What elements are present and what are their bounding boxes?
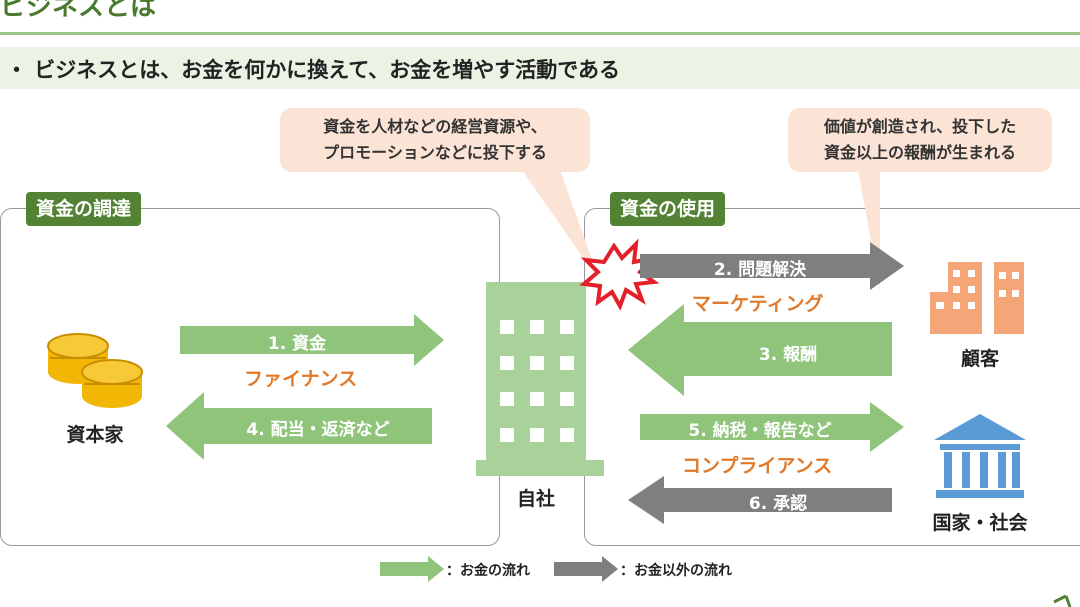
arrow-2-problem-solving xyxy=(640,242,904,290)
bullet-text: ・ ビジネスとは、お金を何かに換えて、お金を増やす活動である xyxy=(6,58,620,82)
compliance-label: コンプライアンス xyxy=(682,455,833,477)
legend-money-arrow xyxy=(380,556,444,582)
customer-buildings-icon xyxy=(930,262,1024,334)
arrow-3-reward xyxy=(628,304,892,396)
arrow-6-approval xyxy=(628,476,892,524)
state-label: 国家・社会 xyxy=(932,512,1028,534)
coins-icon xyxy=(47,333,143,408)
arrow-1-label: 1. 資金 xyxy=(267,334,327,354)
callout-left-line-1: 資金を人材などの経営資源や、 xyxy=(323,117,547,136)
government-building-icon xyxy=(934,414,1026,498)
arrow-5-label: 5. 納税・報告など xyxy=(688,421,832,441)
arrow-3-label: 3. 報酬 xyxy=(758,345,818,365)
arrow-6-label: 6. 承認 xyxy=(748,494,808,514)
legend-other-arrow xyxy=(554,556,618,582)
callout-left: 資金を人材などの経営資源や、 プロモーションなどに投下する xyxy=(280,108,590,172)
arrow-4-dividends xyxy=(166,392,432,460)
impact-burst-icon xyxy=(579,238,660,311)
arrow-2-label: 2. 問題解決 xyxy=(713,260,807,280)
page-title: ビジネスとは xyxy=(0,0,157,22)
arrow-4-label: 4. 配当・返済など xyxy=(246,420,390,440)
callout-right: 価値が創造され、投下した 資金以上の報酬が生まれる xyxy=(788,108,1052,172)
arrow-5-tax xyxy=(640,402,904,452)
panel-funding-label: 資金の調達 xyxy=(26,192,142,226)
bullet-band xyxy=(0,47,1080,89)
finance-label: ファイナンス xyxy=(244,368,358,390)
marketing-label: マーケティング xyxy=(692,293,824,315)
company-building-icon xyxy=(476,282,604,476)
legend-money-label: ：お金の流れ xyxy=(446,563,530,579)
callout-left-line-2: プロモーションなどに投下する xyxy=(323,143,547,162)
company-label: 自社 xyxy=(516,488,555,510)
corner-mark xyxy=(1053,594,1072,607)
panel-usage-label: 資金の使用 xyxy=(610,192,726,226)
callout-right-line-2: 資金以上の報酬が生まれる xyxy=(823,143,1016,162)
arrow-1-funds xyxy=(180,314,444,366)
capitalist-label: 資本家 xyxy=(66,424,124,446)
callout-left-tail xyxy=(522,170,600,282)
title-divider xyxy=(0,32,1080,35)
customer-label: 顧客 xyxy=(960,348,999,370)
legend-other-label: ：お金以外の流れ xyxy=(620,563,732,579)
callout-right-line-1: 価値が創造され、投下した xyxy=(823,117,1017,136)
